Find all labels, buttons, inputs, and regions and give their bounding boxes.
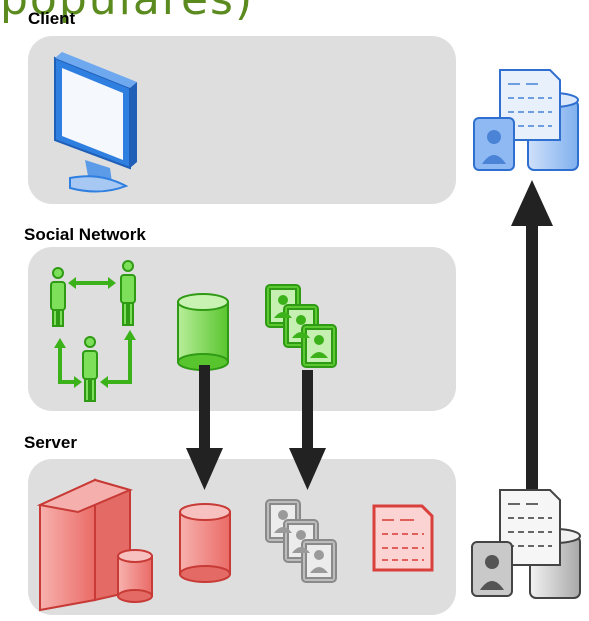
social-network-layer: [28, 247, 456, 411]
server-label: Server: [24, 433, 77, 452]
social-profile-cards-icon: [265, 284, 337, 368]
server-icon: [36, 478, 153, 612]
social-network-label: Social Network: [24, 225, 146, 244]
monitor-icon: [54, 52, 137, 193]
arrow-social-database-to-server: [186, 365, 223, 490]
client-profile-document-database-icon: [473, 69, 579, 171]
social-database-icon: [177, 293, 229, 371]
server-document-icon: [372, 504, 434, 572]
top-text-fragment: populares): [0, 0, 254, 22]
people-network-icon: [50, 260, 136, 402]
server-profile-cards-icon: [265, 499, 337, 583]
arrow-social-profiles-to-server: [289, 370, 326, 490]
server-database-icon: [179, 503, 231, 583]
output-profile-document-database-icon: [471, 489, 581, 599]
client-label: Client: [28, 9, 76, 28]
arrow-server-to-client: [511, 180, 553, 490]
